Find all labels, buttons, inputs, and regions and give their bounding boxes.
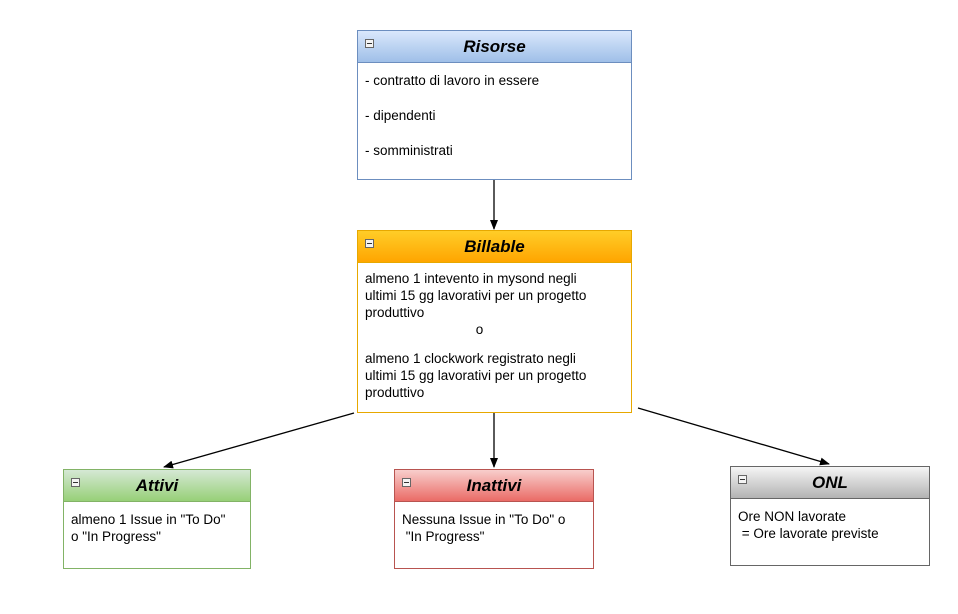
onl-title: ONL [812,472,848,492]
edge-billable-onl [637,407,830,466]
risorse-item: - contratto di lavoro in essere [365,73,540,88]
attivi-header[interactable]: Attivi [64,470,250,502]
inattivi-text-line: Nessuna Issue in "To Do" o [402,512,566,527]
attivi-text-line: almeno 1 Issue in "To Do" [71,512,226,527]
billable-text-line: produttivo [365,385,425,400]
inattivi-title: Inattivi [466,475,522,495]
onl-text-line: Ore NON lavorate [738,509,847,524]
onl-text-line: = Ore lavorate previste [738,526,879,541]
billable-header[interactable]: Billable [358,231,631,263]
billable-title: Billable [464,236,525,256]
edge-billable-attivi [163,412,355,469]
billable-or-label: o [475,322,484,337]
collapse-icon[interactable] [71,478,80,487]
collapse-icon[interactable] [365,239,374,248]
inattivi-node[interactable]: Inattivi Nessuna Issue in "To Do" o "In … [394,469,594,569]
onl-node[interactable]: ONL Ore NON lavorate = Ore lavorate prev… [730,466,930,566]
billable-text-line: almeno 1 intevento in mysond negli [365,271,577,286]
attivi-node[interactable]: Attivi almeno 1 Issue in "To Do" o "In P… [63,469,251,569]
billable-text-line: ultimi 15 gg lavorativi per un progetto [365,288,587,303]
billable-text-line: produttivo [365,305,425,320]
collapse-icon[interactable] [738,475,747,484]
billable-node[interactable]: Billable almeno 1 intevento in mysond ne… [357,230,632,413]
attivi-title: Attivi [135,475,179,495]
onl-header[interactable]: ONL [731,467,929,499]
inattivi-text-line: "In Progress" [402,529,485,544]
inattivi-header[interactable]: Inattivi [395,470,593,502]
collapse-icon[interactable] [365,39,374,48]
risorse-item: - dipendenti [365,108,436,123]
collapse-icon[interactable] [402,478,411,487]
risorse-title: Risorse [463,36,526,56]
risorse-node[interactable]: Risorse - contratto di lavoro in essere … [357,30,632,180]
risorse-item: - somministrati [365,143,453,158]
billable-text-line: almeno 1 clockwork registrato negli [365,351,576,366]
risorse-header[interactable]: Risorse [358,31,631,63]
billable-text-line: ultimi 15 gg lavorativi per un progetto [365,368,587,383]
attivi-text-line: o "In Progress" [71,529,161,544]
